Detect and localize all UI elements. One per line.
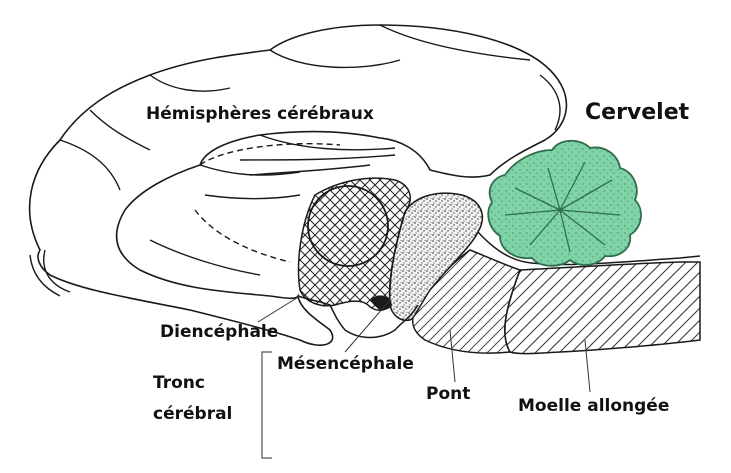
thalamus-circle xyxy=(307,185,389,267)
leader-lines xyxy=(257,295,591,393)
cerebellum-folia xyxy=(504,161,621,253)
label-brainstem-line1: Tronc xyxy=(153,373,205,393)
dashed-line-lower xyxy=(194,209,291,263)
small-dark-structure xyxy=(370,295,392,310)
cerebral-hemispheres-outline xyxy=(28,24,568,346)
dashed-line-upper xyxy=(199,143,341,166)
gyri-lines xyxy=(29,24,561,297)
diencephalon-region xyxy=(297,177,411,311)
label-hemispheres: Hémisphères cérébraux xyxy=(146,104,374,124)
label-pons: Pont xyxy=(426,384,471,404)
label-brainstem-line2: cérébral xyxy=(153,404,233,424)
cerebellum-shape xyxy=(487,139,642,267)
label-cerebellum: Cervelet xyxy=(585,100,690,125)
label-mesencephalon: Mésencéphale xyxy=(277,354,414,374)
medulla-region xyxy=(504,261,701,355)
label-diencephalon: Diencéphale xyxy=(160,322,279,342)
brainstem-lower-contour xyxy=(297,295,419,339)
brainstem-bracket xyxy=(261,351,272,459)
label-medulla: Moelle allongée xyxy=(518,396,670,416)
